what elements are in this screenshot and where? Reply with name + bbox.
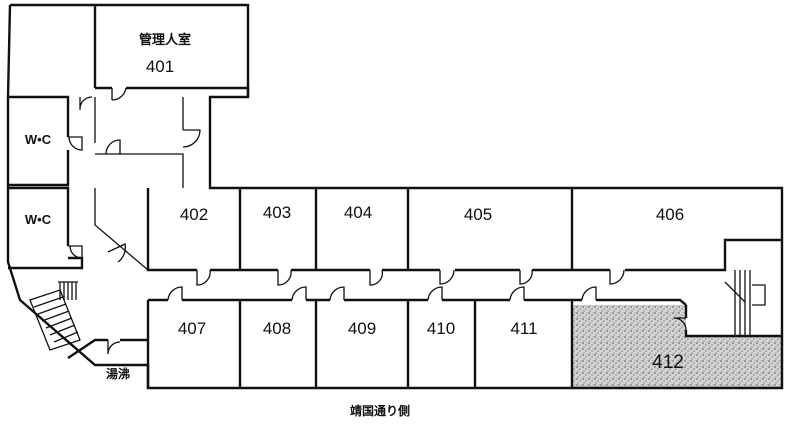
room-401-walls — [93, 5, 250, 97]
door-swings — [68, 87, 687, 355]
wc-lower-walls — [8, 186, 84, 270]
room-411-label: 411 — [510, 319, 537, 338]
room-401-name: 管理人室 — [139, 32, 191, 48]
entry-diagonal — [94, 188, 149, 271]
room-406-label: 406 — [656, 205, 684, 224]
corridor-upper-lines — [94, 97, 184, 188]
room-412-label: 412 — [652, 352, 684, 373]
room-404-label: 404 — [344, 203, 372, 222]
wc-upper-label: W•C — [25, 132, 52, 147]
outer-wall — [6, 3, 784, 390]
kitchenette-walls — [67, 338, 148, 359]
room-403-label: 403 — [263, 203, 291, 222]
kitchenette-label: 湯沸 — [106, 366, 130, 381]
room-402-label: 402 — [180, 205, 208, 224]
room-409-label: 409 — [348, 319, 376, 338]
room-410-label: 410 — [427, 319, 455, 338]
room-407-label: 407 — [178, 319, 206, 338]
wc-lower-label: W•C — [25, 212, 52, 227]
room-401-number: 401 — [146, 57, 174, 76]
east-stair — [724, 270, 766, 336]
wc-upper-walls — [8, 95, 70, 187]
west-stair — [29, 281, 81, 351]
room-408-label: 408 — [263, 319, 291, 338]
room-405-label: 405 — [464, 205, 492, 224]
room-412-shading — [572, 305, 782, 388]
south-rooms-walls — [146, 298, 782, 388]
street-side-label: 靖国通り側 — [350, 403, 410, 418]
north-rooms-walls — [146, 188, 782, 272]
